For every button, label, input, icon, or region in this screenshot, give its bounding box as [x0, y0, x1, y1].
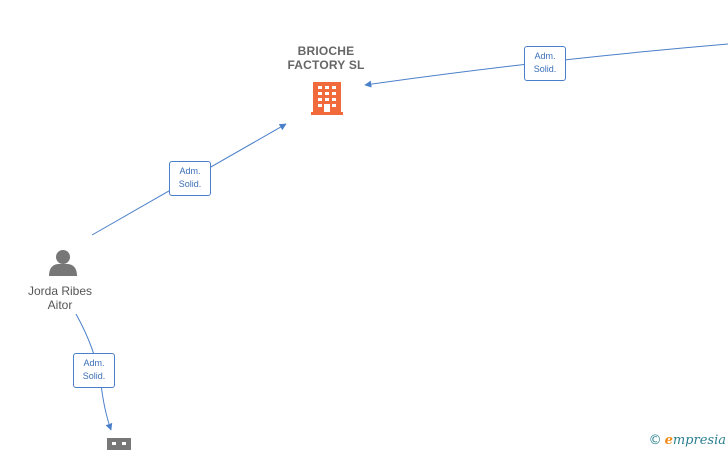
brand-name: mpresia [672, 433, 726, 448]
edge-label-person-to-bottom-company: Adm. Solid. [73, 353, 115, 388]
empresia-watermark: ©empresia [649, 433, 726, 448]
person-name-label[interactable]: Jorda Ribes Aitor [27, 284, 93, 312]
edge-label-offscreen-to-brioche: Adm. Solid. [524, 46, 566, 81]
company-name-label[interactable]: BRIOCHE FACTORY SL [287, 44, 365, 72]
person-icon[interactable] [49, 250, 77, 276]
building-icon[interactable] [311, 82, 343, 115]
copyright-icon: © [648, 433, 662, 448]
building-icon[interactable] [107, 438, 131, 450]
edge-label-person-to-brioche: Adm. Solid. [169, 161, 211, 196]
brand-initial: e [664, 433, 673, 448]
